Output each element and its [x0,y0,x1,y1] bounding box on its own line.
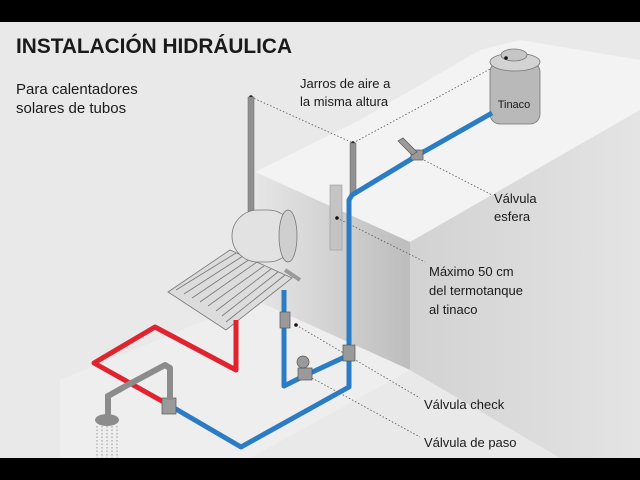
label-valvula-check: Válvula check [424,397,505,412]
air-vent-pipe-2 [349,142,357,196]
label-valvula-esfera-1: Válvula [494,191,537,206]
gate-valve [297,367,313,381]
label-maximo-1: Máximo 50 cm [429,264,514,279]
label-maximo-2: del termotanque [429,283,523,298]
shower [95,362,173,458]
label-valvula-paso: Válvula de paso [424,435,517,450]
label-tinaco: Tinaco [498,99,531,111]
check-valve [279,311,291,329]
label-jarros-2: la misma altura [300,94,389,109]
page-title: INSTALACIÓN HIDRÁULICA [16,34,292,58]
leader-lines [250,67,493,438]
label-maximo-3: al tinaco [429,302,477,317]
ball-valve-handle [397,137,418,156]
tee-fitting [342,344,356,362]
wall-right-face [410,110,640,458]
air-vent-pipe-1 [247,96,255,218]
subtitle-line-1: Para calentadores [16,81,138,98]
label-jarros-1: Jarros de aire a [300,76,391,91]
hot-water-pipe [91,320,239,408]
tee-fitting-shower [161,397,177,415]
floor [60,300,410,458]
gate-valve-wheel [296,355,310,369]
cold-branch-pipe [281,290,351,389]
tinaco-tank [489,48,541,125]
label-valvula-esfera-2: esfera [494,209,531,224]
solar-heater [167,209,302,331]
subtitle-line-2: solares de tubos [16,100,126,117]
ball-valve [410,149,424,161]
